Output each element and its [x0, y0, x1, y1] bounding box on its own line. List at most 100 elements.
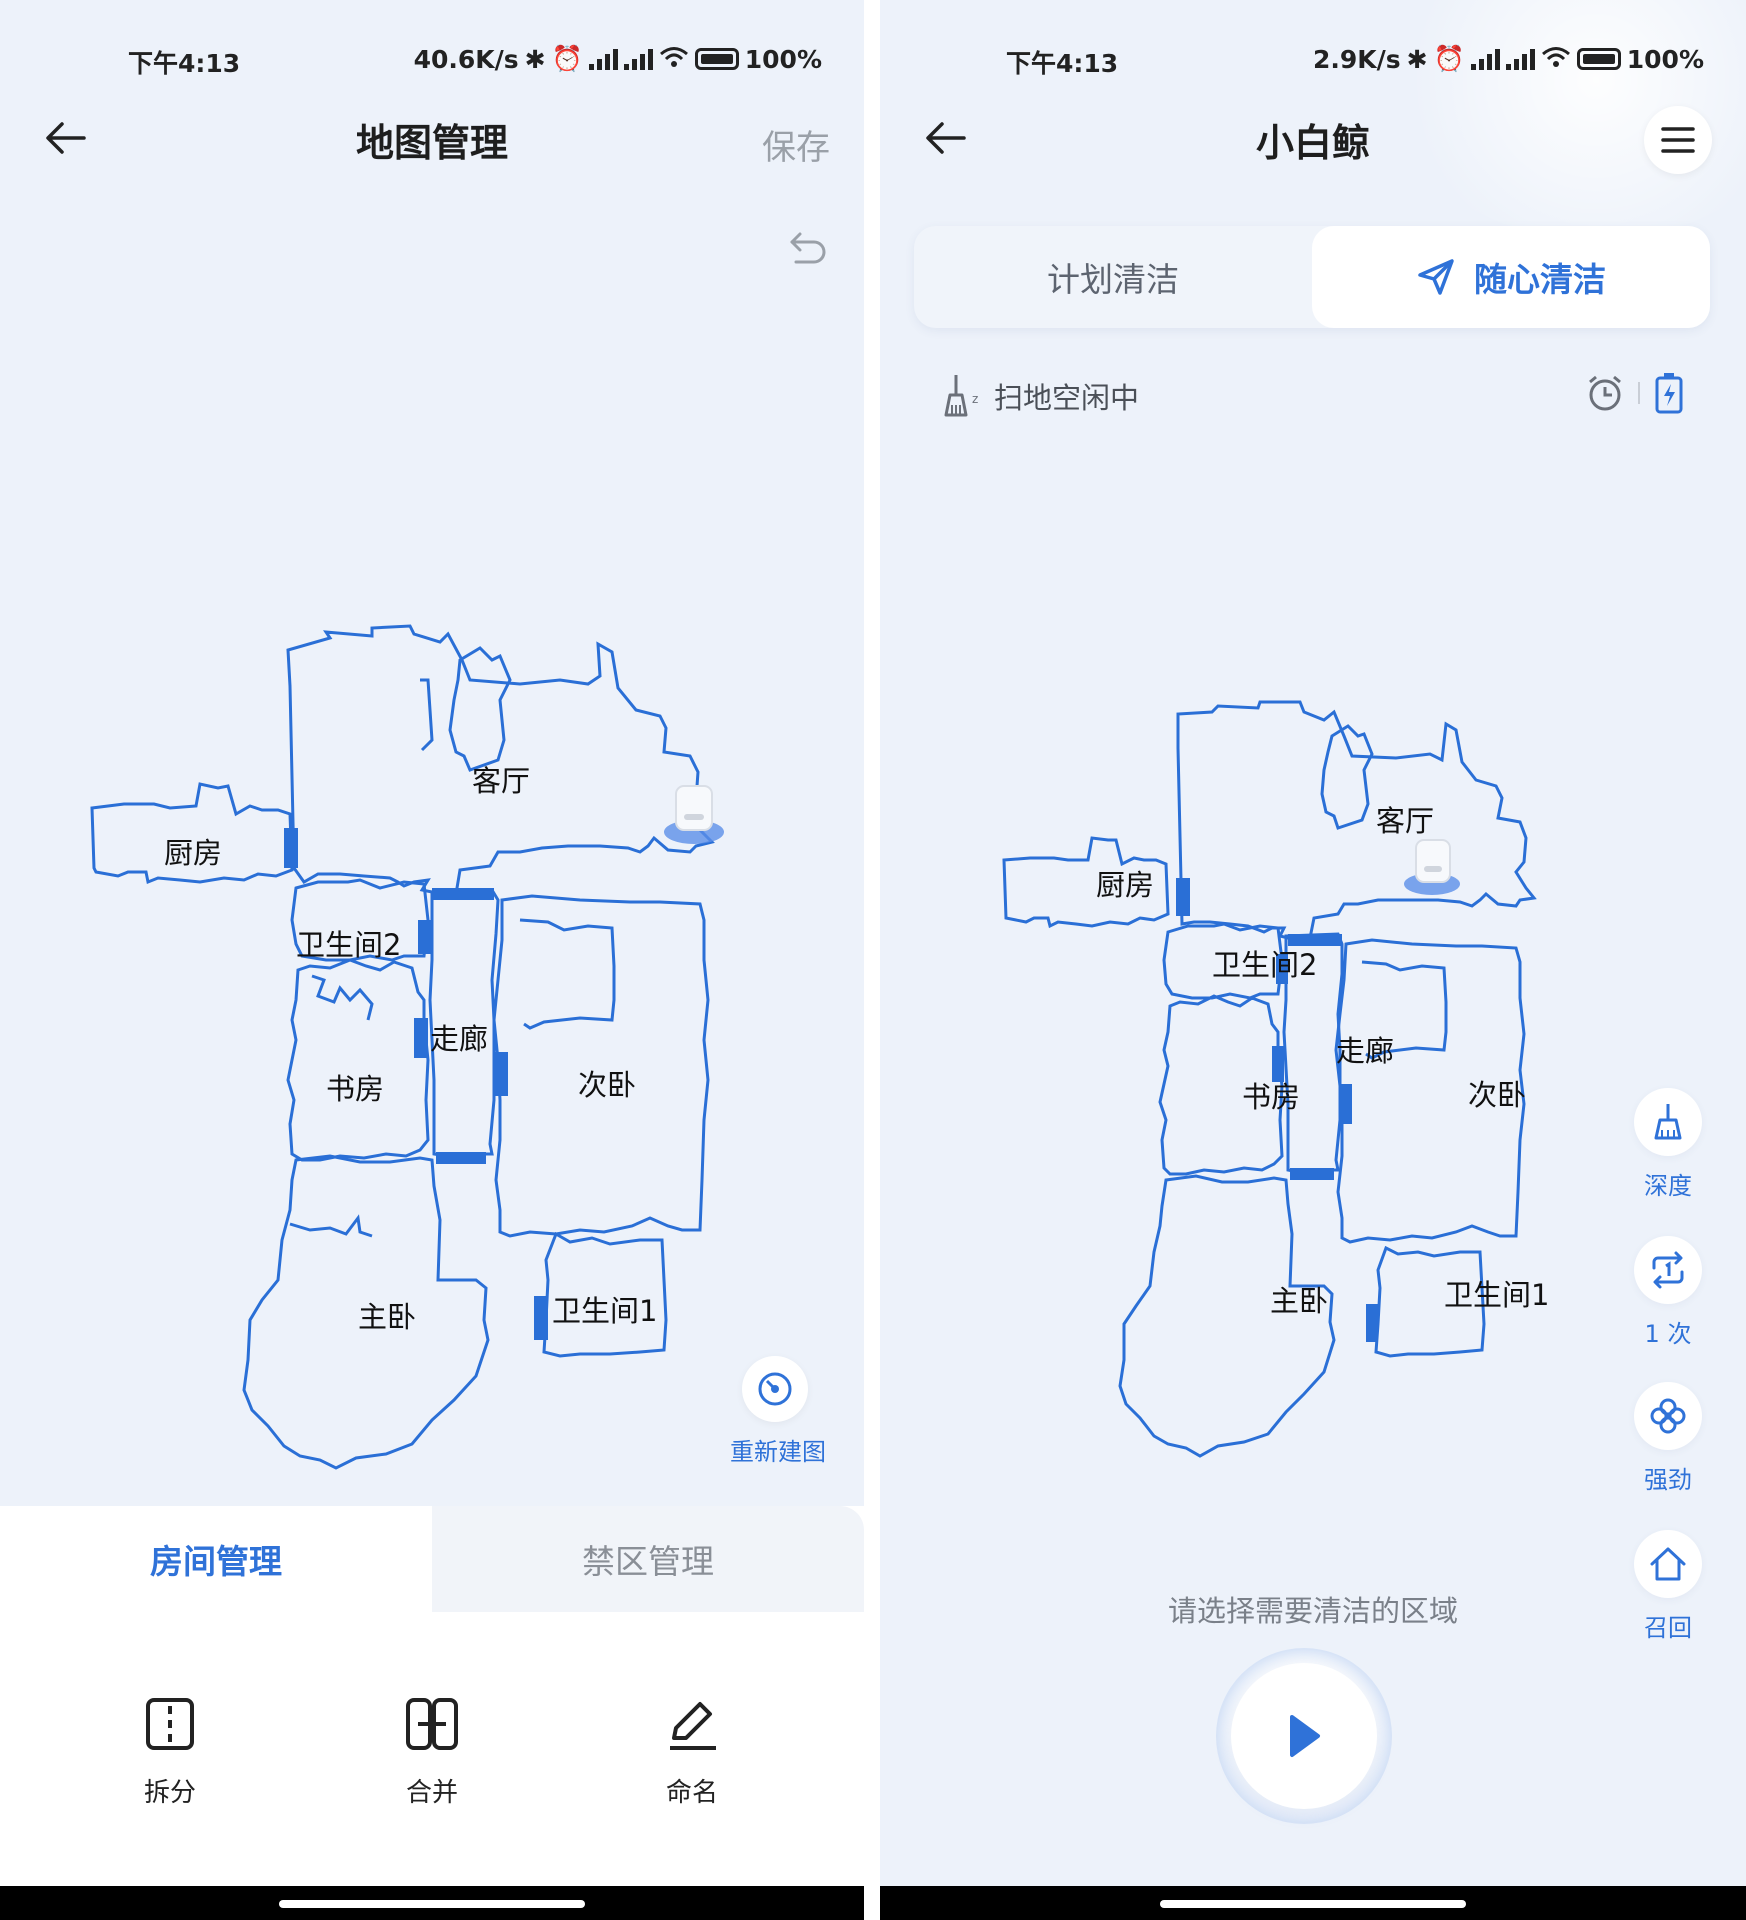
room-label-corridor[interactable]: 走廊 — [430, 1022, 489, 1056]
home-indicator-bar — [880, 1886, 1746, 1920]
merge-icon — [406, 1698, 458, 1750]
bluetooth-icon: ✱ — [524, 44, 546, 74]
rebuild-map-icon — [758, 1372, 792, 1406]
alarm-icon[interactable] — [1586, 374, 1624, 412]
signal-icon — [623, 48, 653, 70]
back-button[interactable] — [44, 118, 88, 158]
screenshot-divider — [864, 0, 880, 1920]
home-indicator[interactable] — [1160, 1900, 1466, 1908]
room-label-living[interactable]: 客厅 — [1376, 804, 1435, 838]
status-indicators: 40.6K/s ✱ ⏰ 100% — [414, 44, 822, 74]
network-speed: 2.9K/s — [1313, 44, 1401, 74]
room-label-bath2[interactable]: 卫生间2 — [1212, 948, 1318, 982]
menu-button[interactable] — [1644, 106, 1712, 174]
tab-free-clean-label: 随心清洁 — [1474, 260, 1606, 299]
robot-status-text: 扫地空闲中 — [994, 381, 1140, 415]
bluetooth-icon: ✱ — [1406, 44, 1428, 74]
battery-icon — [694, 48, 739, 70]
bottom-sheet: 房间管理 禁区管理 拆分 合并 命名 — [0, 1506, 864, 1886]
room-label-kitchen[interactable]: 厨房 — [1096, 868, 1155, 902]
broom-icon: z — [944, 375, 978, 417]
status-time: 下午4:13 — [128, 49, 241, 78]
page-title: 地图管理 — [355, 121, 508, 165]
wifi-icon — [1541, 45, 1571, 74]
rebuild-map-label: 重新建图 — [730, 1438, 826, 1466]
battery-level: 100% — [1626, 44, 1704, 74]
svg-text:z: z — [972, 392, 978, 406]
room-label-living[interactable]: 客厅 — [472, 764, 531, 798]
robot-dock-icon[interactable] — [664, 785, 724, 844]
split-label: 拆分 — [143, 1778, 196, 1808]
merge-label: 合并 — [405, 1778, 458, 1808]
tab-room-management[interactable]: 房间管理 — [0, 1506, 432, 1612]
clean-times-button[interactable]: 1 次 — [1630, 1236, 1706, 1349]
device-title: 小白鲸 — [1255, 121, 1370, 165]
clean-times-label: 1 次 — [1644, 1320, 1692, 1348]
undo-button[interactable] — [786, 226, 830, 270]
suction-power-button[interactable]: 强劲 — [1630, 1382, 1706, 1495]
status-separator — [1638, 382, 1640, 404]
undo-icon — [790, 232, 826, 264]
network-speed: 40.6K/s — [413, 44, 519, 74]
tab-scheduled-clean[interactable]: 计划清洁 — [1047, 260, 1179, 299]
alarm-status-icon: ⏰ — [551, 44, 583, 73]
tab-free-clean[interactable]: 随心清洁 — [1312, 226, 1710, 328]
menu-icon — [1661, 127, 1695, 153]
room-label-corridor[interactable]: 走廊 — [1336, 1034, 1395, 1068]
room-label-study[interactable]: 书房 — [326, 1072, 385, 1106]
start-clean-button[interactable] — [1231, 1663, 1377, 1809]
status-bar: 下午4:13 2.9K/s ✱ ⏰ 100% — [880, 38, 1746, 78]
home-icon — [1650, 1547, 1686, 1581]
room-label-second-bedroom[interactable]: 次卧 — [1468, 1078, 1527, 1112]
room-label-bath2[interactable]: 卫生间2 — [296, 928, 402, 962]
start-clean-halo — [1216, 1648, 1392, 1824]
tab-nogo-management[interactable]: 禁区管理 — [432, 1506, 864, 1612]
room-label-study[interactable]: 书房 — [1242, 1080, 1301, 1114]
send-icon — [1418, 259, 1454, 295]
room-label-master-bedroom[interactable]: 主卧 — [358, 1300, 417, 1334]
deep-clean-label: 深度 — [1644, 1172, 1692, 1200]
robot-dock-icon[interactable] — [1404, 839, 1460, 895]
room-label-second-bedroom[interactable]: 次卧 — [578, 1068, 637, 1102]
battery-charge-icon[interactable] — [1654, 372, 1684, 414]
play-icon — [1290, 1715, 1320, 1757]
room-label-bath1[interactable]: 卫生间1 — [1444, 1278, 1550, 1312]
room-label-bath1[interactable]: 卫生间1 — [552, 1294, 658, 1328]
alarm-status-icon: ⏰ — [1433, 44, 1465, 73]
repeat-icon — [1652, 1251, 1684, 1289]
management-tabs: 房间管理 禁区管理 — [0, 1506, 864, 1612]
save-button[interactable]: 保存 — [762, 128, 830, 168]
robot-status-icons — [1586, 372, 1684, 414]
back-arrow-icon — [926, 122, 966, 154]
rename-icon — [670, 1702, 716, 1750]
device-home-screen: 下午4:13 2.9K/s ✱ ⏰ 100% 小白鲸 计划清洁 随心清洁 z 扫… — [880, 0, 1746, 1920]
rename-button[interactable]: 命名 — [632, 1696, 752, 1809]
floor-map[interactable] — [998, 700, 1618, 1480]
recall-label: 召回 — [1644, 1614, 1692, 1642]
wifi-icon — [659, 45, 689, 74]
split-button[interactable]: 拆分 — [110, 1696, 230, 1809]
floor-map[interactable] — [0, 620, 864, 1520]
signal-icon — [1505, 48, 1535, 70]
fan-icon — [1650, 1398, 1686, 1434]
back-button[interactable] — [924, 118, 968, 158]
battery-level: 100% — [744, 44, 822, 74]
deep-clean-button[interactable]: 深度 — [1630, 1088, 1706, 1201]
back-arrow-icon — [46, 122, 86, 154]
deep-clean-icon — [1654, 1104, 1682, 1140]
robot-status: z 扫地空闲中 — [942, 372, 1139, 420]
rename-label: 命名 — [665, 1778, 718, 1808]
status-time: 下午4:13 — [1006, 49, 1119, 78]
clean-mode-tabs: 计划清洁 随心清洁 — [914, 226, 1710, 328]
split-icon — [146, 1698, 194, 1750]
room-label-master-bedroom[interactable]: 主卧 — [1270, 1284, 1329, 1318]
status-bar: 下午4:13 40.6K/s ✱ ⏰ 100% — [0, 38, 864, 78]
status-indicators: 2.9K/s ✱ ⏰ 100% — [1313, 44, 1704, 74]
rebuild-map-button[interactable]: 重新建图 — [730, 1356, 826, 1467]
recall-button[interactable]: 召回 — [1630, 1530, 1706, 1643]
map-management-screen: 下午4:13 40.6K/s ✱ ⏰ 100% 地图管理 保存 — [0, 0, 864, 1920]
merge-button[interactable]: 合并 — [372, 1696, 492, 1809]
room-label-kitchen[interactable]: 厨房 — [164, 836, 223, 870]
home-indicator[interactable] — [279, 1900, 585, 1908]
select-area-hint: 请选择需要清洁的区域 — [1167, 1594, 1458, 1628]
